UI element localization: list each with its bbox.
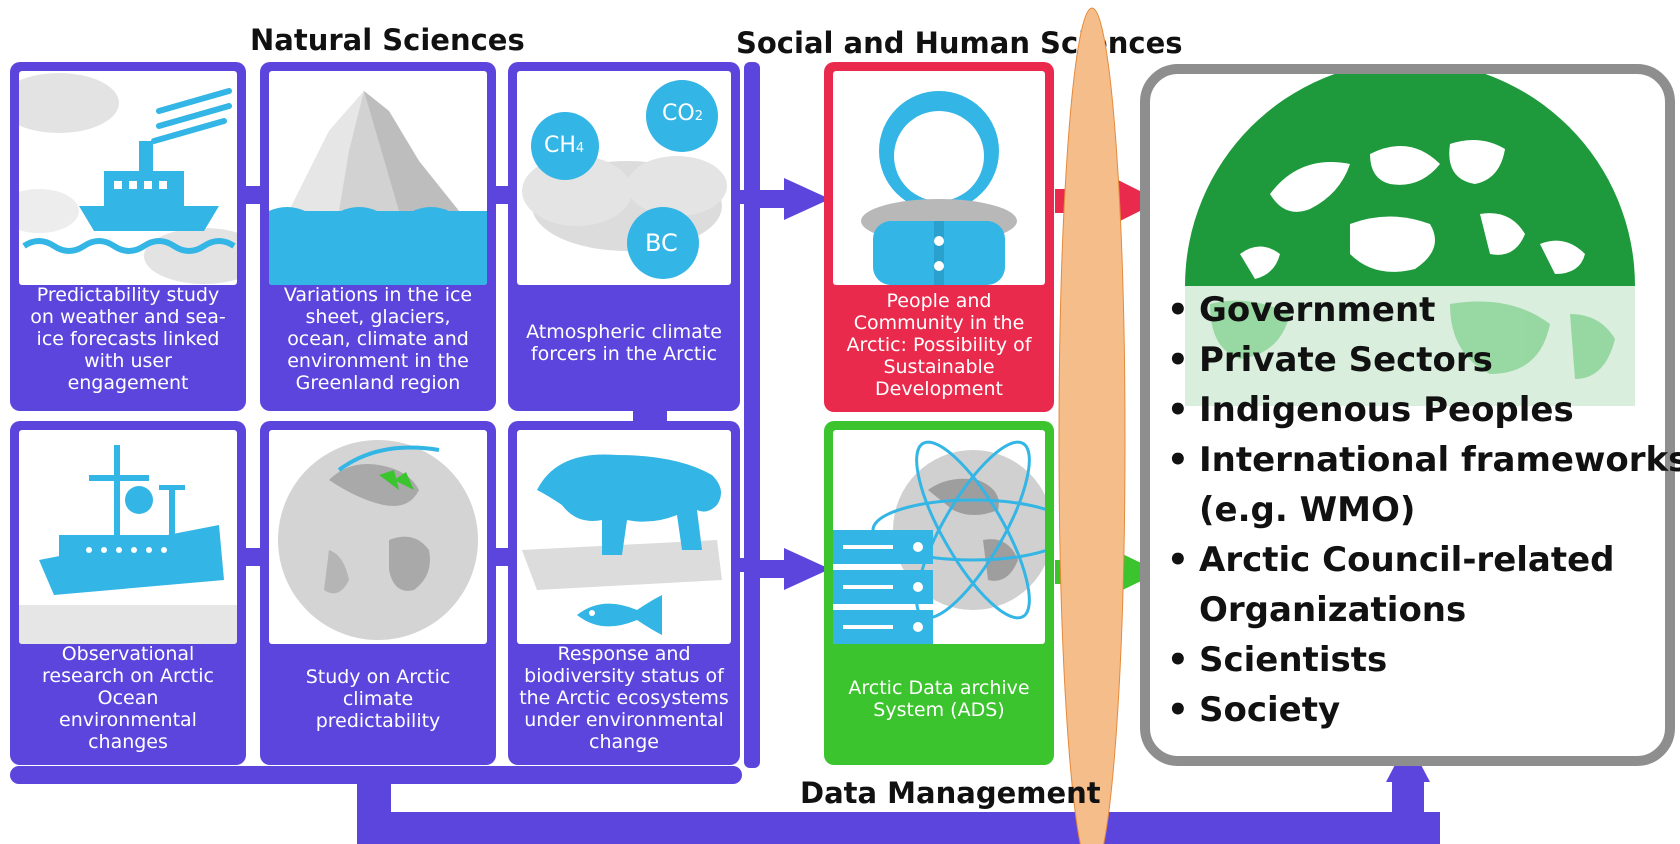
co2-label: CO2	[662, 101, 703, 126]
audience-item: •Indigenous Peoples	[1167, 390, 1574, 430]
audience-item: •Government	[1167, 290, 1436, 330]
polar-bear-fish-icon	[522, 454, 722, 635]
card-observational-caption: Observational research on Arctic Ocean e…	[42, 643, 214, 753]
bc-label: BC	[645, 229, 678, 257]
social-human-sciences-heading: Social and Human Sciences	[736, 26, 1183, 60]
audience-list: •Government •Private Sectors •Indigenous…	[1163, 285, 1680, 735]
research-ship-icon	[19, 73, 237, 284]
person-parka-icon	[861, 91, 1017, 285]
divider-oval	[1058, 7, 1126, 844]
audience-box	[1140, 64, 1675, 766]
ch4-label: CH4	[544, 133, 585, 158]
data-archive-icon	[833, 440, 1045, 644]
audience-item: •Scientists	[1167, 640, 1388, 680]
data-management-label: Data Management	[800, 776, 1101, 810]
audience-item: •Private Sectors	[1167, 340, 1493, 380]
arctic-globe-icon	[1185, 74, 1635, 406]
card-ads: Arctic Data archive System (ADS)	[824, 421, 1054, 765]
audience-item: •Society	[1167, 690, 1341, 730]
audience-item: •International frameworks(e.g. WMO)	[1167, 440, 1680, 530]
card-ice-sheet: Variations in the ice sheet, glaciers, o…	[260, 62, 496, 411]
card-atmospheric-caption: Atmospheric climate forcers in the Arcti…	[526, 320, 722, 365]
card-observational: Observational research on Arctic Ocean e…	[10, 421, 246, 765]
globe-icon	[278, 440, 478, 640]
card-predictability: Study on Arctic climate predictability	[260, 421, 496, 765]
card-predictability-caption: Study on Arctic climate predictability	[305, 666, 451, 732]
card-atmospheric: CH4 CO2 BC Atmospheric climate forcers i…	[508, 62, 740, 411]
card-weather-seaice-caption: Predictability study on weather and sea-…	[30, 284, 226, 394]
card-ads-caption: Arctic Data archive System (ADS)	[848, 677, 1030, 721]
card-people: People and Community in the Arctic: Poss…	[824, 62, 1054, 412]
glacier-icon	[269, 91, 487, 285]
card-ecosystems-caption: Response and biodiversity status of the …	[519, 643, 729, 753]
icebreaker-ship-icon	[19, 445, 237, 644]
card-ecosystems: Response and biodiversity status of the …	[508, 421, 740, 765]
card-ice-sheet-caption: Variations in the ice sheet, glaciers, o…	[283, 284, 473, 394]
card-weather-seaice: Predictability study on weather and sea-…	[10, 62, 246, 411]
greenhouse-gases-icon	[522, 80, 727, 279]
card-people-caption: People and Community in the Arctic: Poss…	[846, 290, 1032, 400]
natural-sciences-heading: Natural Sciences	[250, 23, 525, 57]
